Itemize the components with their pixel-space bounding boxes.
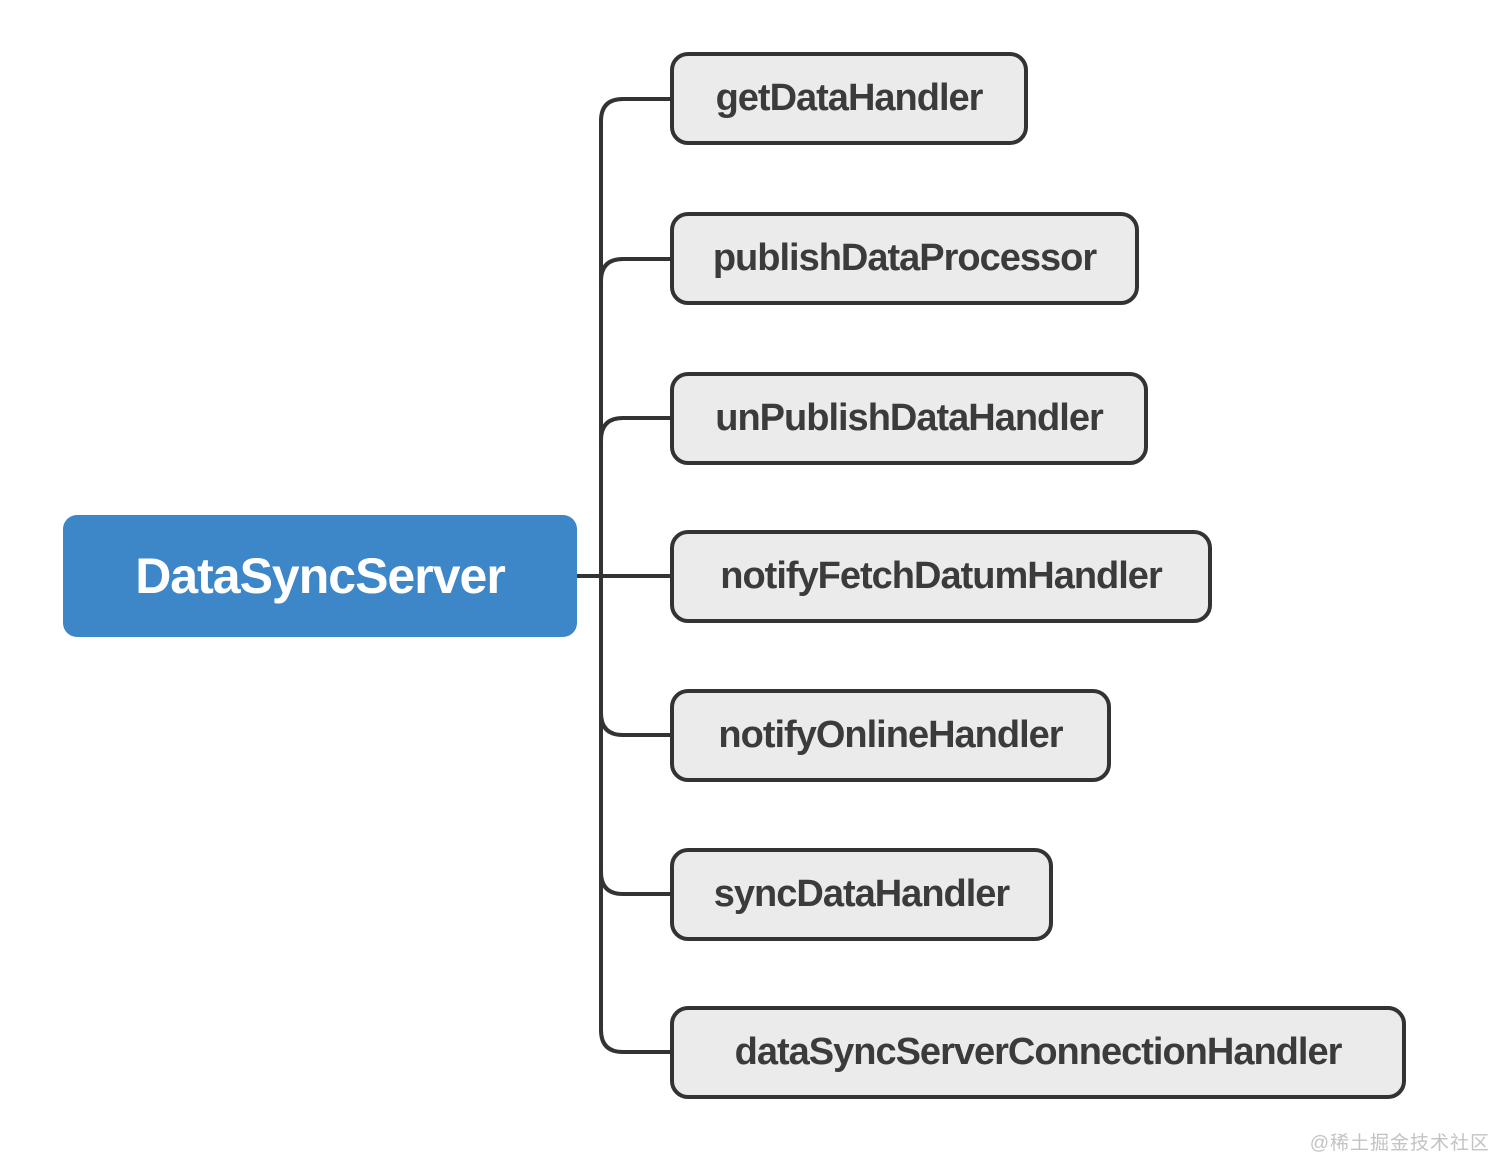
child-node-unpublishdatahandler: unPublishDataHandler [670,372,1148,465]
connector-branch-syncdatahandler [599,870,674,896]
child-node-publishdataprocessor: publishDataProcessor [670,212,1139,305]
child-node-notifyfetchdatumhandler: notifyFetchDatumHandler [670,530,1212,623]
watermark-juejin-community: @稀土掘金技术社区 [1309,1133,1490,1154]
child-node-notifyonlinehandler: notifyOnlineHandler [670,689,1111,782]
child-node-getdatahandler: getDataHandler [670,52,1028,145]
child-node-syncdatahandler: syncDataHandler [670,848,1053,941]
connector-trunk [599,97,674,1054]
connector-branch-publishdataprocessor [599,257,674,283]
connector-branch-unpublishdatahandler [599,416,674,442]
connector-branch-notifyonlinehandler [599,711,674,737]
child-node-datasyncserverconnectionhandler: dataSyncServerConnectionHandler [670,1006,1406,1099]
root-node-datasyncserver: DataSyncServer [63,515,577,637]
